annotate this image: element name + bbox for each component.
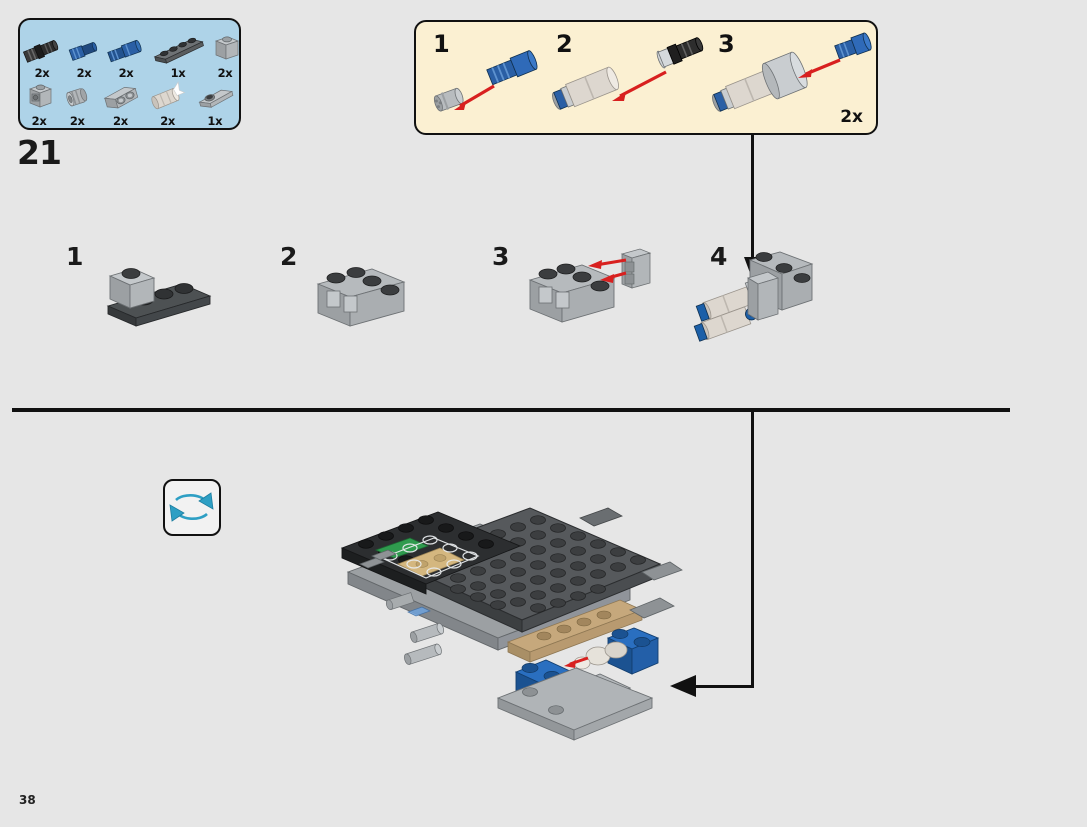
black-plate-section bbox=[340, 511, 522, 595]
main-model-illustration bbox=[340, 507, 683, 741]
callout-multiplier: 2x bbox=[840, 107, 863, 127]
page-number: 38 bbox=[19, 793, 36, 807]
rotate-model-icon bbox=[163, 479, 221, 536]
technic-brick-1x2-two-holes-icon bbox=[98, 81, 142, 113]
part-item-brick-1x1-light-gray: 2x bbox=[208, 31, 242, 80]
technic-pin-blue-long-icon bbox=[104, 35, 148, 65]
section-divider bbox=[12, 408, 1010, 412]
part-qty: 2x bbox=[160, 114, 176, 128]
brick-1x1-light-gray-icon bbox=[208, 31, 242, 65]
assembly-arrow-3 bbox=[798, 58, 841, 78]
callout-connector-line bbox=[751, 135, 754, 272]
substep-4-label: 4 bbox=[710, 242, 728, 271]
callout-step-2-label: 2 bbox=[556, 30, 573, 58]
step-number: 21 bbox=[17, 133, 62, 172]
left-technic-pins bbox=[359, 549, 445, 665]
substep-3-illustration bbox=[528, 248, 652, 323]
callout-step-3-illustration bbox=[712, 32, 872, 112]
rotate-arrows-icon bbox=[169, 492, 214, 522]
callout-step-1-label: 1 bbox=[433, 30, 450, 58]
technic-pin-blue-short-icon bbox=[64, 35, 104, 65]
assembly-arrow-2 bbox=[612, 70, 667, 101]
part-qty: 1x bbox=[207, 114, 223, 128]
callout-step-2-illustration bbox=[552, 37, 704, 110]
part-qty: 2x bbox=[76, 66, 92, 80]
substep-4-illustration bbox=[693, 251, 814, 342]
part-item-plate-1x4-dark-gray: 1x bbox=[148, 35, 208, 80]
bottom-plate bbox=[496, 667, 654, 741]
part-qty: 2x bbox=[118, 66, 134, 80]
deck-studs bbox=[410, 515, 646, 613]
plate-1x4-dark-gray-icon bbox=[148, 35, 208, 65]
tan-cockpit-tile bbox=[397, 547, 465, 577]
part-qty: 2x bbox=[34, 66, 50, 80]
technic-axle-pin-black-icon bbox=[20, 35, 64, 65]
callout-step-1-illustration bbox=[433, 50, 538, 112]
plate-1x2-with-stud-icon bbox=[193, 83, 237, 113]
cylinder-white-tube-icon bbox=[147, 81, 189, 113]
tail-fins bbox=[579, 507, 683, 619]
part-item-technic-pin-blue-long: 2x bbox=[104, 35, 148, 80]
parts-inventory-box: 2x 2x bbox=[18, 18, 241, 130]
substep-3-arrow-lower bbox=[600, 271, 627, 283]
trans-clear-studs bbox=[380, 535, 480, 579]
brick-1x1-with-stud-side-icon bbox=[22, 81, 56, 113]
part-qty: 2x bbox=[217, 66, 233, 80]
subassembly-callout-box: 1 2 3 bbox=[414, 20, 878, 135]
part-item-brick-1x1-with-stud-side: 2x bbox=[22, 81, 56, 128]
substep-1-label: 1 bbox=[66, 242, 84, 271]
part-item-technic-axle-pin-black: 2x bbox=[20, 35, 64, 80]
part-item-cylinder-white-tube: 2x bbox=[147, 81, 189, 128]
substep-3-arrow-upper bbox=[588, 258, 627, 269]
part-item-technic-pin-blue-short: 2x bbox=[64, 35, 104, 80]
part-qty: 2x bbox=[113, 114, 128, 128]
part-item-plate-1x2-with-stud: 1x bbox=[193, 83, 237, 128]
assembly-arrow-1 bbox=[454, 84, 495, 110]
substep-1-illustration bbox=[106, 268, 212, 327]
model-connector-vline bbox=[751, 410, 754, 688]
part-item-technic-brick-round-small: 2x bbox=[60, 81, 94, 128]
part-item-technic-brick-1x2-two-holes: 2x bbox=[98, 81, 142, 128]
part-qty: 1x bbox=[170, 66, 186, 80]
technic-brick-round-small-icon bbox=[60, 81, 94, 113]
tan-side-strip bbox=[506, 599, 644, 663]
substep-2-illustration bbox=[316, 267, 406, 327]
substep-2-label: 2 bbox=[280, 242, 298, 271]
part-qty: 2x bbox=[69, 114, 85, 128]
part-qty: 2x bbox=[31, 114, 47, 128]
substep-3-label: 3 bbox=[492, 242, 510, 271]
engine-detail bbox=[564, 641, 628, 670]
callout-step-3-label: 3 bbox=[718, 30, 735, 58]
model-connector-arrow bbox=[670, 675, 696, 697]
blue-accent-left bbox=[407, 606, 431, 617]
model-connector-hline bbox=[692, 685, 754, 688]
